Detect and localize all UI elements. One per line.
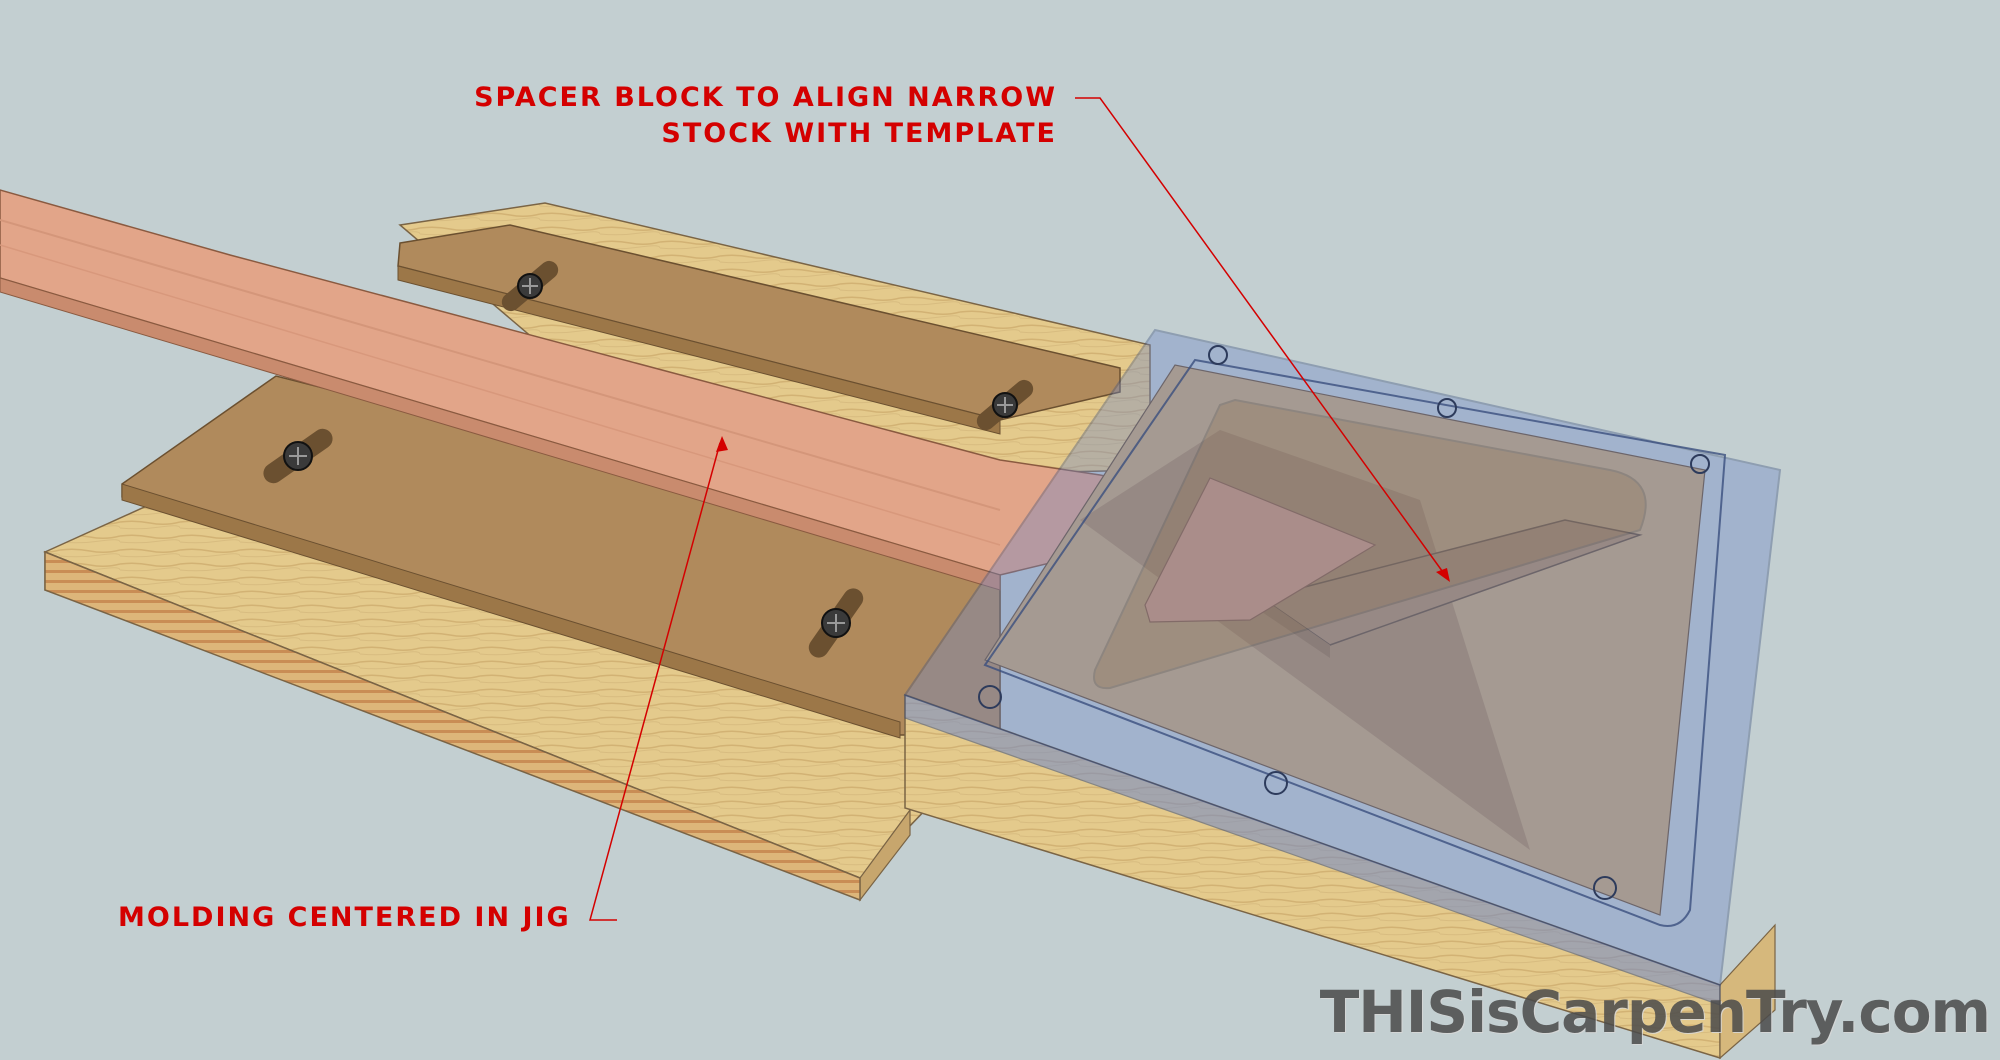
acrylic-holes [978,345,1710,900]
leader-line-molding [589,436,728,921]
arrowhead-icon [716,436,728,452]
leader-line-spacer [1075,97,1450,582]
screw-slot-4 [808,588,864,658]
screw-slot-2 [976,379,1034,431]
molding-callout: Molding centered in jig [118,902,571,933]
screw-slot-1 [501,260,559,312]
acrylic-template [903,328,1782,1006]
template-box [903,328,1782,1060]
spacer-block-callout-line2: stock with template [661,118,1057,149]
mdf-fence-rear [397,224,1121,435]
spacer-block [1260,519,1643,658]
screw-slot-3 [263,428,333,484]
spacer-block-callout: Spacer block to align narrow stock with … [474,80,1057,152]
spacer-block-callout-line1: Spacer block to align narrow [474,82,1057,113]
molding-strip [0,189,1211,591]
site-watermark: THISisCarpenTry.com [1319,978,1991,1046]
arrowhead-icon [1436,568,1450,582]
